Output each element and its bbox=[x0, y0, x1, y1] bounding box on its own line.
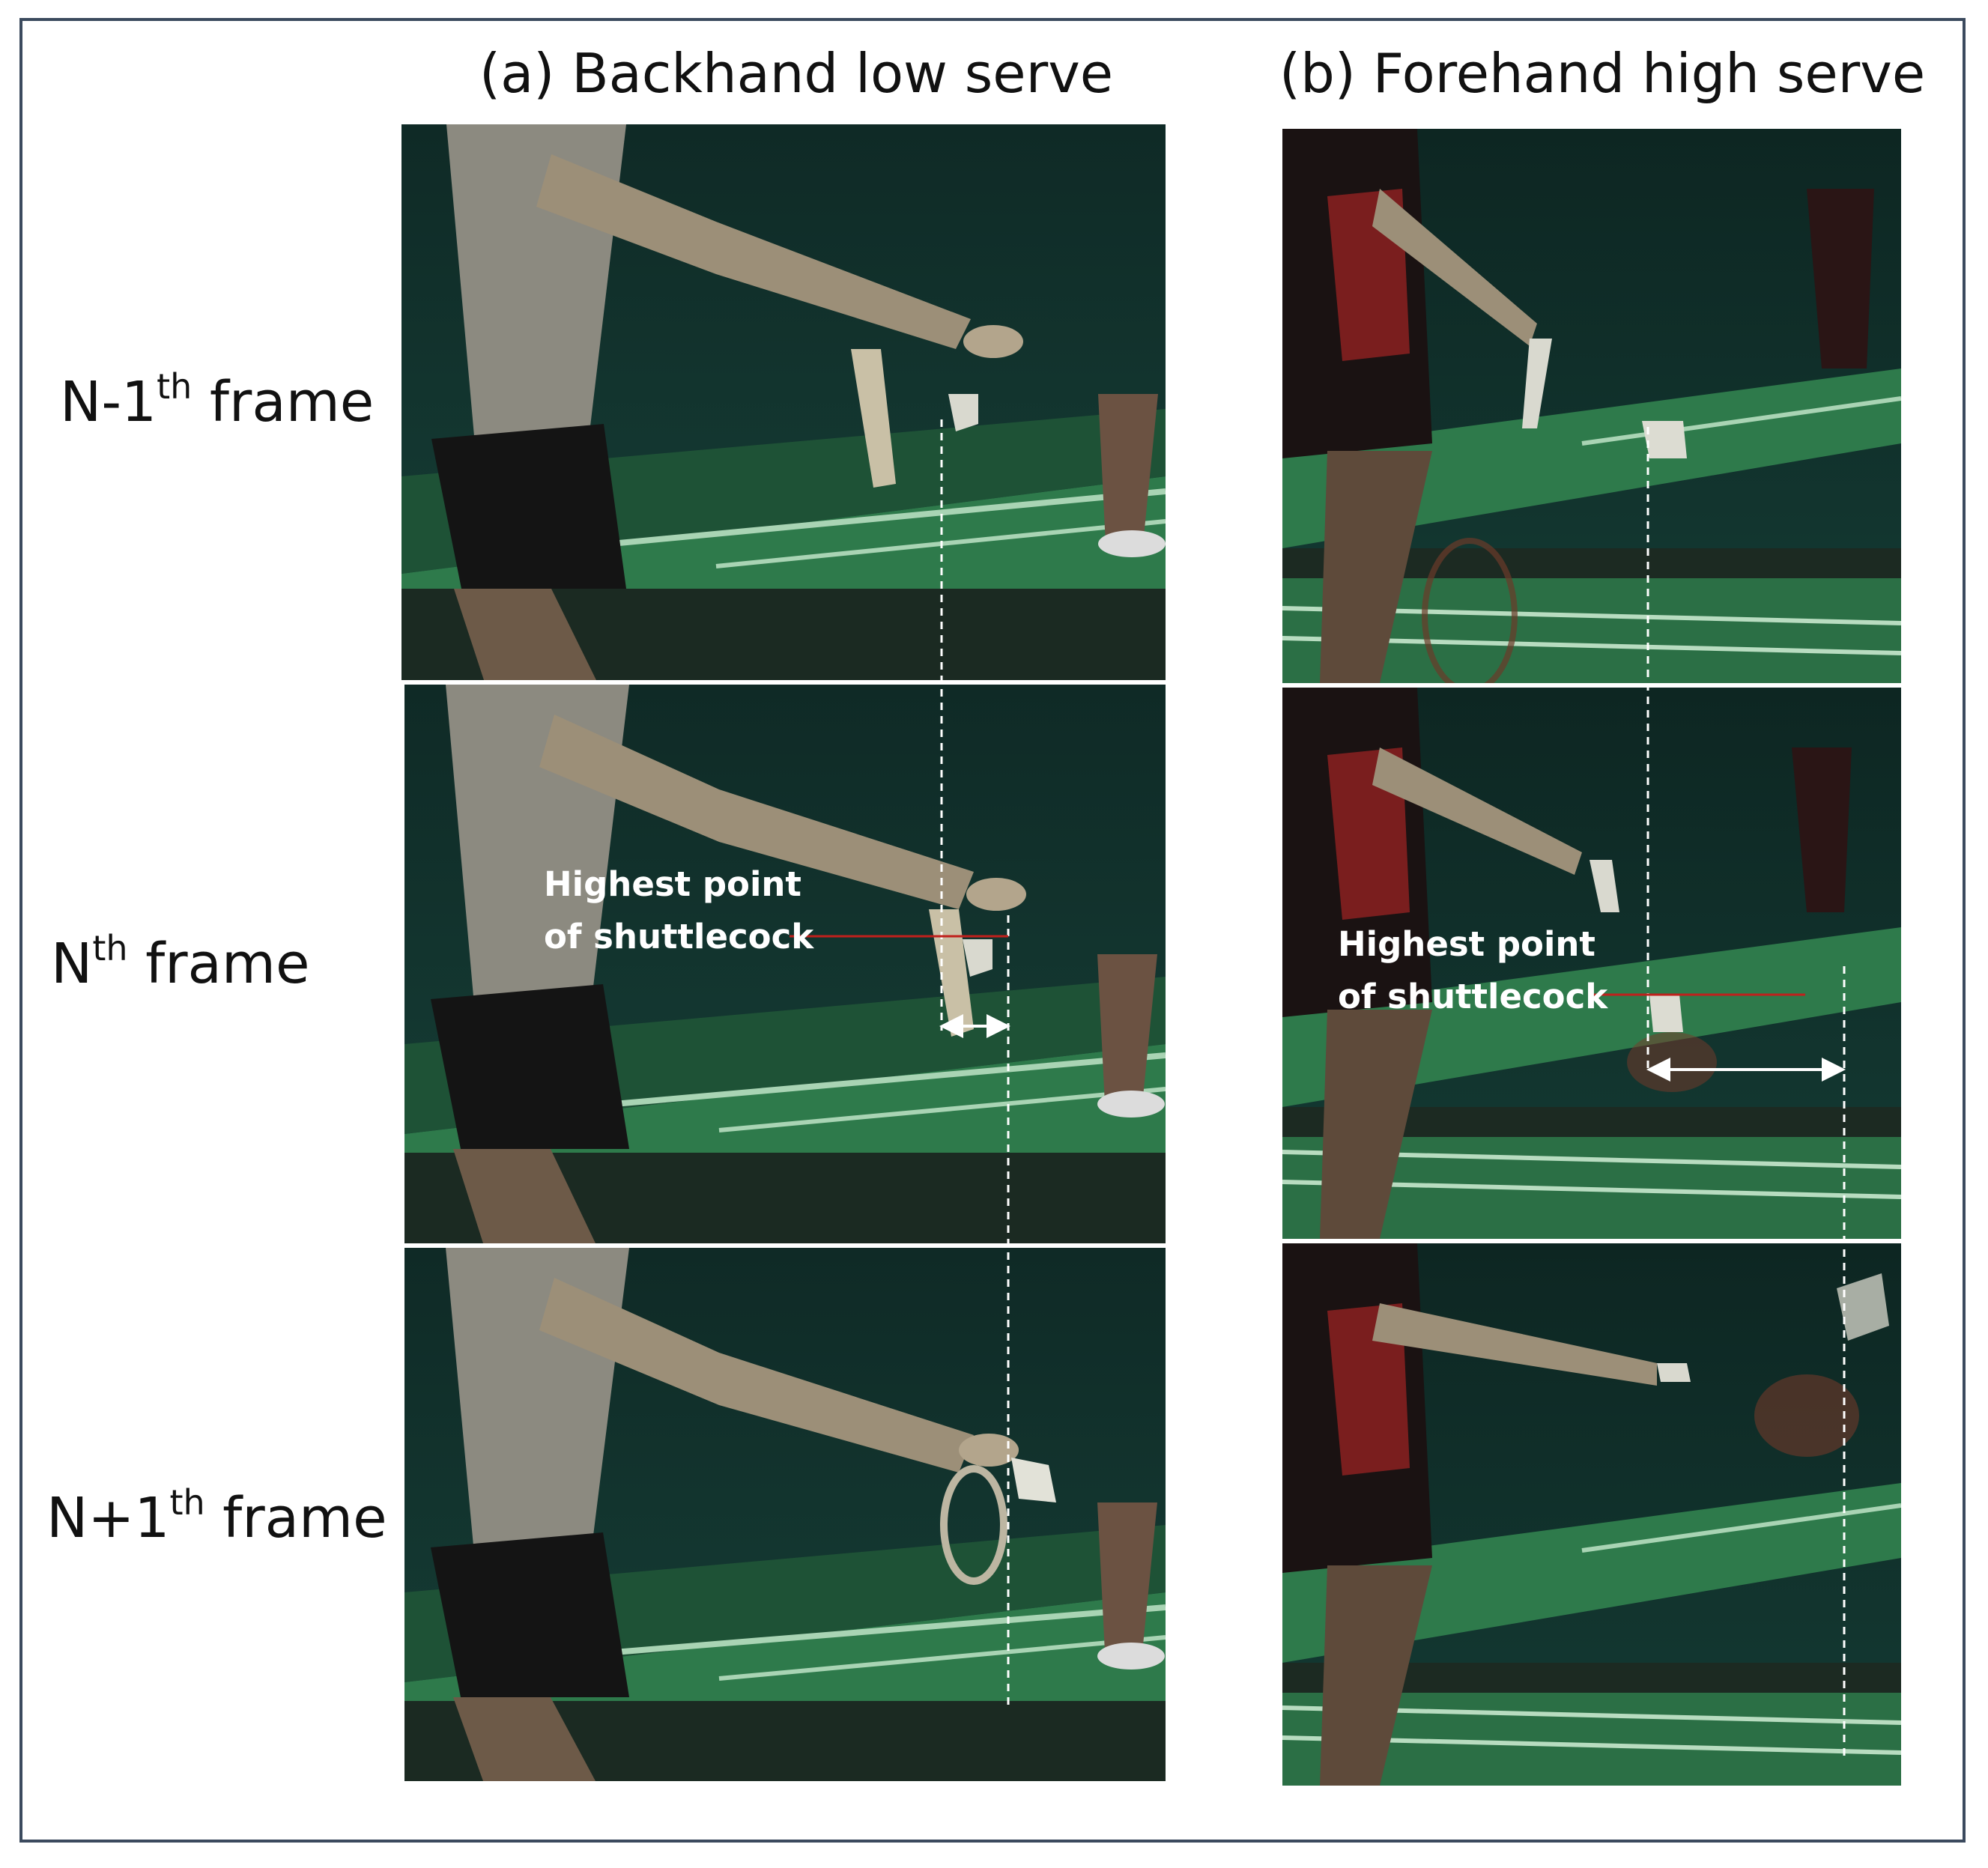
row-label-n-minus-1: N-1th frame bbox=[60, 369, 374, 430]
frame-a-n bbox=[404, 685, 1166, 1243]
row-label-n-plus-1: N+1th frame bbox=[46, 1485, 387, 1546]
row-label-prefix: N+1 bbox=[46, 1486, 170, 1550]
row-label-suffix: frame bbox=[127, 932, 310, 996]
row-label-n: Nth frame bbox=[51, 931, 310, 992]
annotation-line-1: Highest point bbox=[544, 864, 801, 904]
row-label-sup: th bbox=[157, 366, 193, 407]
annotation-line-2: of shuttlecock bbox=[544, 917, 814, 956]
annotation-line-2: of shuttlecock bbox=[1338, 977, 1608, 1016]
annotation-highest-point-a: Highest point of shuttlecock bbox=[544, 858, 813, 963]
figure-border bbox=[19, 18, 1966, 1843]
frame-b-n-plus-1 bbox=[1282, 1243, 1901, 1786]
column-title-a: (a) Backhand low serve bbox=[479, 42, 1114, 105]
row-label-suffix: frame bbox=[204, 1486, 387, 1550]
frame-b-n-minus-1 bbox=[1282, 129, 1901, 683]
photo-forehand-frame-2 bbox=[1282, 688, 1901, 1239]
photo-backhand-frame-3 bbox=[404, 1248, 1166, 1781]
column-title-b: (b) Forehand high serve bbox=[1279, 42, 1926, 105]
row-label-prefix: N bbox=[51, 932, 93, 996]
annotation-line-1: Highest point bbox=[1338, 924, 1595, 964]
annotation-highest-point-b: Highest point of shuttlecock bbox=[1338, 918, 1607, 1023]
photo-backhand-frame-2 bbox=[404, 685, 1166, 1243]
row-label-suffix: frame bbox=[192, 370, 375, 434]
frame-b-n bbox=[1282, 688, 1901, 1239]
frame-a-n-plus-1 bbox=[404, 1248, 1166, 1781]
frame-a-n-minus-1 bbox=[401, 124, 1166, 680]
photo-forehand-frame-1 bbox=[1282, 129, 1901, 683]
row-label-sup: th bbox=[92, 928, 128, 968]
row-label-sup: th bbox=[169, 1482, 205, 1523]
row-label-prefix: N-1 bbox=[60, 370, 157, 434]
photo-forehand-frame-3 bbox=[1282, 1243, 1901, 1786]
photo-backhand-frame-1 bbox=[401, 124, 1166, 680]
